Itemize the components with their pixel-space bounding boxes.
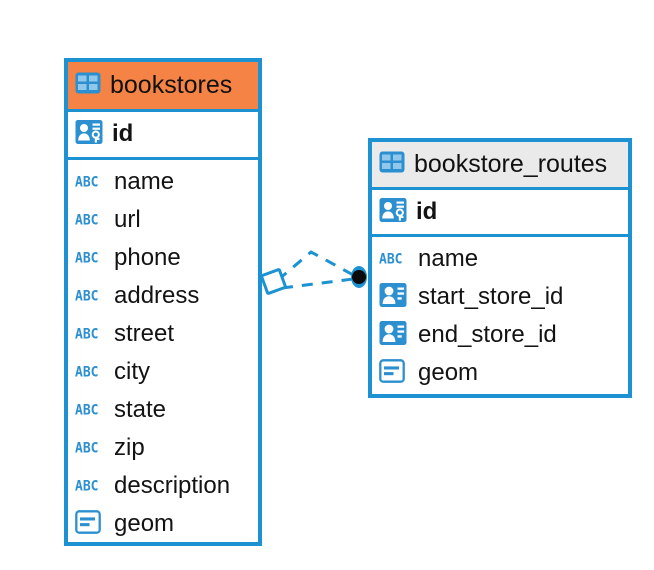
- column-row-street[interactable]: ABC street: [68, 315, 258, 353]
- abc-text-icon: ABC: [75, 211, 99, 229]
- geometry-icon: [379, 358, 409, 388]
- primary-key-section-bookstore-routes: id: [372, 190, 628, 237]
- table-header-bookstore-routes[interactable]: bookstore_routes: [372, 142, 628, 190]
- column-row-geom[interactable]: geom: [372, 354, 628, 392]
- column-row-description[interactable]: ABC description: [68, 467, 258, 505]
- abc-text-icon: ABC: [75, 401, 99, 419]
- column-name: geom: [418, 358, 479, 386]
- column-name: end_store_id: [418, 320, 557, 348]
- relationship-target-marker-circle: [351, 266, 367, 288]
- column-row-city[interactable]: ABC city: [68, 353, 258, 391]
- abc-text-icon: ABC: [379, 250, 403, 268]
- column-row-geom[interactable]: geom: [68, 505, 258, 543]
- column-name: id: [112, 120, 134, 148]
- foreign-key-icon: [379, 320, 409, 351]
- abc-text-icon: ABC: [75, 477, 99, 495]
- relationship-line-upper: [277, 250, 358, 282]
- abc-text-icon: ABC: [75, 173, 99, 191]
- abc-text-icon: ABC: [75, 363, 99, 381]
- column-row-name[interactable]: ABC name: [68, 163, 258, 201]
- table-icon: [379, 151, 405, 178]
- table-icon: [75, 72, 101, 99]
- column-name: start_store_id: [418, 282, 564, 310]
- column-name: id: [416, 197, 438, 225]
- relationship-source-marker-diamond: [260, 268, 287, 295]
- relationship-line-lower: [281, 277, 354, 290]
- column-row-end-store-id[interactable]: end_store_id: [372, 316, 628, 354]
- column-row-url[interactable]: ABC url: [68, 201, 258, 239]
- column-name: phone: [114, 243, 181, 271]
- abc-text-icon: ABC: [75, 249, 99, 267]
- column-name: address: [114, 281, 200, 309]
- table-title: bookstore_routes: [414, 150, 608, 179]
- column-name: name: [114, 167, 175, 195]
- entity-table-bookstores[interactable]: bookstores id: [64, 58, 262, 546]
- column-name: url: [114, 205, 141, 233]
- column-row-address[interactable]: ABC address: [68, 277, 258, 315]
- abc-text-icon: ABC: [75, 287, 99, 305]
- column-row-state[interactable]: ABC state: [68, 391, 258, 429]
- column-name: description: [114, 471, 231, 499]
- table-title: bookstores: [110, 71, 233, 100]
- column-row-name[interactable]: ABC name: [372, 240, 628, 278]
- foreign-key-icon: [379, 282, 409, 313]
- columns-section-bookstore-routes: ABC name start_store_id: [372, 237, 628, 392]
- primary-key-icon: [379, 197, 407, 228]
- primary-key-section-bookstores: id: [68, 112, 258, 160]
- column-name: zip: [114, 433, 145, 461]
- entity-table-bookstore-routes[interactable]: bookstore_routes id: [368, 138, 632, 398]
- columns-section-bookstores: ABC name ABC url ABC phone ABC address A…: [68, 160, 258, 543]
- column-row-zip[interactable]: ABC zip: [68, 429, 258, 467]
- abc-text-icon: ABC: [75, 439, 99, 457]
- column-name: street: [114, 319, 175, 347]
- column-name: geom: [114, 509, 175, 537]
- column-name: city: [114, 357, 150, 385]
- column-row-start-store-id[interactable]: start_store_id: [372, 278, 628, 316]
- column-name: state: [114, 395, 167, 423]
- table-header-bookstores[interactable]: bookstores: [68, 62, 258, 112]
- column-row-id[interactable]: id: [68, 112, 258, 157]
- geometry-icon: [75, 509, 105, 539]
- abc-text-icon: ABC: [75, 325, 99, 343]
- column-row-id[interactable]: id: [372, 190, 628, 234]
- primary-key-icon: [75, 119, 103, 150]
- column-name: name: [418, 244, 479, 272]
- column-row-phone[interactable]: ABC phone: [68, 239, 258, 277]
